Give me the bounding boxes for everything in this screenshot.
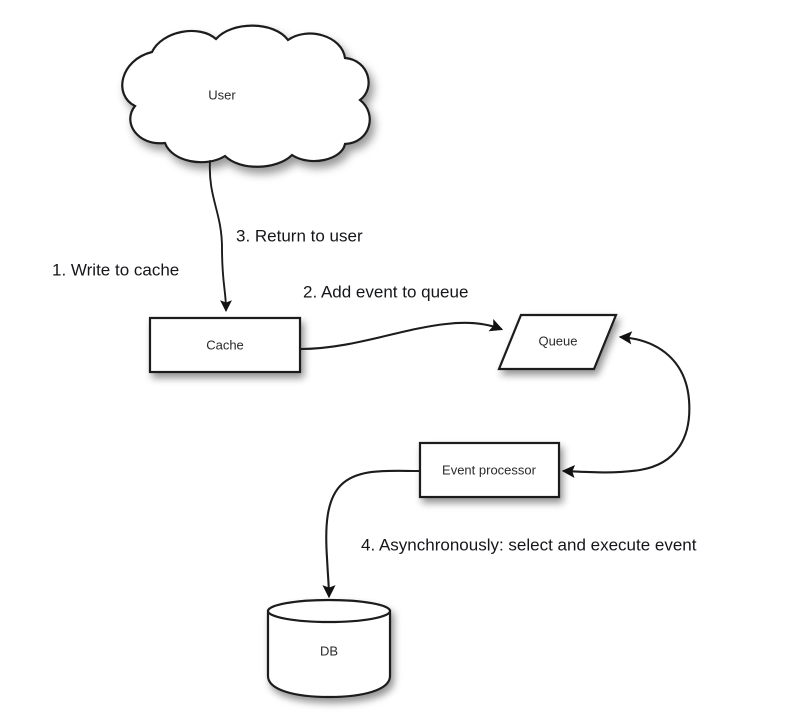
node-cache-label: Cache [206,337,244,352]
edge-processor-to-db [322,469,421,599]
edge-cache-to-queue [298,318,504,351]
cloud-shape [121,24,371,168]
step-label-3: 3. Return to user [236,226,363,245]
db-body-shape [266,609,392,699]
node-db[interactable]: DB [266,598,392,699]
node-user-label: User [208,87,236,102]
node-queue[interactable]: Queue [497,313,618,371]
event-processor-shape [418,441,561,499]
edge-user-to-cache [208,160,232,313]
step-label-1: 1. Write to cache [52,260,179,279]
db-top-ellipse [266,598,392,624]
node-db-label: DB [320,643,338,658]
cache-shape [148,316,302,374]
edge-queue-processor-loop [561,331,691,479]
step-label-2: 2. Add event to queue [303,282,468,301]
node-cache[interactable]: Cache [148,316,302,374]
node-event-processor-label: Event processor [442,462,537,477]
node-event-processor[interactable]: Event processor [418,441,561,499]
node-queue-label: Queue [538,333,577,348]
node-user[interactable]: User [121,24,371,168]
step-label-4: 4. Asynchronously: select and execute ev… [361,535,697,554]
